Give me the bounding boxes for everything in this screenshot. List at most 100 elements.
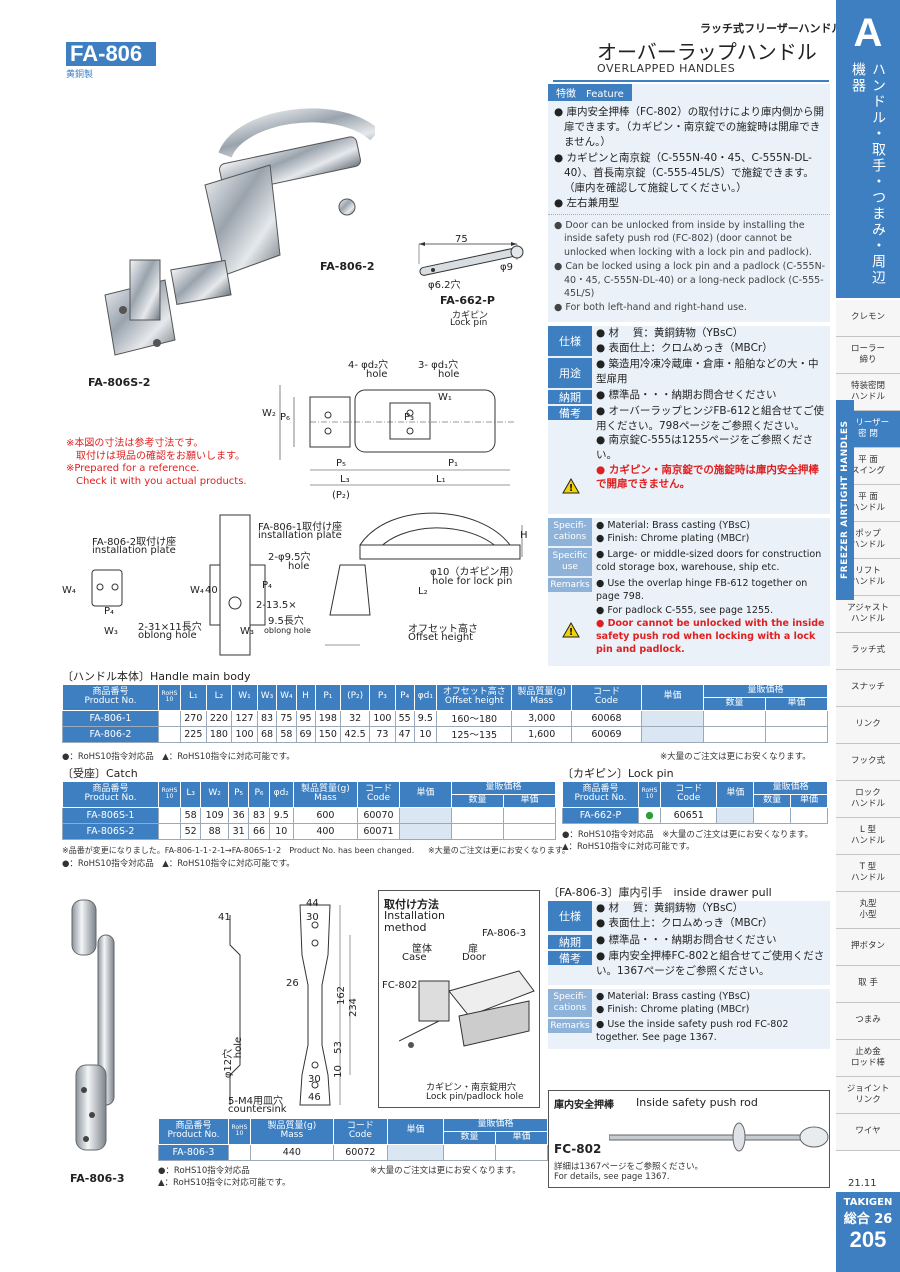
col-mass: 製品質量(g) Mass: [511, 684, 572, 711]
col-w3: W₃: [256, 684, 278, 711]
pull-note-2: ▲：RoHS10指令に対応可能です。: [158, 1178, 291, 1188]
label-fa662p: FA-662-P: [440, 294, 495, 307]
spec-text: ● 材 質：黄銅鋳物（YBsC） ● 表面仕上：クロムめっき（MBCr）: [596, 327, 773, 354]
dim-234: 234: [348, 997, 360, 1018]
remarks-text-en: ● Use the overlap hinge FB-612 together …: [596, 578, 825, 656]
catalog-volume: 総合 26: [843, 1212, 893, 1227]
dim-w3-b: W₃: [240, 626, 254, 637]
sidebar-item[interactable]: フック式: [836, 744, 900, 781]
oblong-2-31: 2-31×11長穴: [138, 622, 202, 633]
col-unit: 単価: [765, 696, 828, 711]
pull-fa806-3: FA-806-3: [482, 928, 527, 939]
push-rod-title-en: Inside safety push rod: [636, 1096, 758, 1109]
install-en2: method: [384, 921, 427, 934]
catch-note-1-right: ※大量のご注文は更にお安くなります。: [428, 846, 570, 855]
dim-26: 26: [286, 978, 299, 989]
col-p1: P₁: [314, 684, 342, 711]
phi12: φ12穴: [223, 1048, 235, 1079]
installation-drawing: [399, 970, 535, 1048]
sidebar-item[interactable]: ローラー 締り: [836, 337, 900, 374]
sidebar-item[interactable]: 丸型 小型: [836, 892, 900, 929]
catch-table: 商品番号 Product No. RoHS 10 L₃ W₂ P₅ P₆ φd₂…: [62, 781, 556, 840]
dim-p6: P₆: [280, 412, 291, 423]
col-d1: φd₁: [413, 684, 438, 711]
install-jp: 取付け方法: [384, 898, 439, 911]
feature-tab-en: Feature: [586, 89, 624, 100]
remarks-label: 備考: [548, 406, 592, 420]
pull-spec-title: 〔FA-806-3〕庫内引手 inside drawer pull: [548, 886, 772, 899]
dim-53: 53: [332, 1041, 344, 1054]
main-table-title: 〔ハンドル本体〕Handle main body: [62, 670, 251, 683]
dim-w4: W₄: [62, 585, 76, 596]
lockpin-table-title: 〔カギピン〕Lock pin: [562, 767, 674, 780]
lockpin-note-2: ▲：RoHS10指令に対応可能です。: [562, 842, 695, 852]
dim-30b: 30: [308, 1074, 321, 1085]
delivery-label: 納期: [548, 390, 592, 404]
col-qty: 数量: [703, 696, 766, 711]
phi12-en: hole: [233, 1036, 245, 1059]
install-en1: Installation: [384, 909, 445, 922]
sidebar-item[interactable]: 取 手: [836, 966, 900, 1003]
sidebar-item[interactable]: つまみ: [836, 1003, 900, 1040]
dim-p3: P₃: [404, 412, 415, 423]
dim-w4-b: W₄: [190, 585, 204, 596]
feature-list-en: ● Door can be unlocked from inside by in…: [548, 213, 830, 315]
col-p4: P₄: [394, 684, 415, 711]
drawer-pull-photo: [71, 899, 115, 1151]
sidebar-item[interactable]: 押ボタン: [836, 929, 900, 966]
case-en: Case: [402, 952, 427, 963]
hole-95-en: hole: [288, 561, 310, 572]
delivery-text: ● 標準品・・・納期お問合せください: [596, 389, 777, 401]
drawer-pull-drawing: [229, 904, 351, 1106]
sidebar-item[interactable]: L 型 ハンドル: [836, 818, 900, 855]
sidebar-item[interactable]: アジャスト ハンドル: [836, 596, 900, 633]
inst-plate-806-2-en: installation plate: [92, 545, 176, 556]
sidebar-item[interactable]: クレモン: [836, 300, 900, 337]
dim-l1: L₁: [436, 474, 446, 485]
sidebar-item[interactable]: ジョイント リンク: [836, 1077, 900, 1114]
sidebar-item[interactable]: スナッチ: [836, 670, 900, 707]
remarks-label-en: Remarks: [548, 578, 592, 592]
sidebar-item[interactable]: 止め金 ロッド棒: [836, 1040, 900, 1077]
label-fa806s-2: FA-806S-2: [88, 376, 151, 389]
dim-p4: P₄: [262, 580, 273, 591]
sidebar-item[interactable]: T 型 ハンドル: [836, 855, 900, 892]
col-code: コード Code: [571, 684, 642, 711]
pull-note-right: ※大量のご注文は更にお安くなります。: [370, 1166, 521, 1176]
col-h: H: [295, 684, 316, 711]
sidebar-item[interactable]: ラッチ式: [836, 633, 900, 670]
reference-note: ※本図の寸法は参考寸法です。 取付けは現品の確認をお願いします。 ※Prepar…: [66, 438, 247, 487]
dim-10: 10: [332, 1065, 344, 1078]
pull-spec-panel-jp: 仕様 ● 材 質：黄銅鋳物（YBsC） ● 表面仕上：クロムめっき（MBCr） …: [548, 901, 830, 985]
warning-icon: !: [562, 621, 580, 641]
col-p2: (P₂): [340, 684, 371, 711]
dim-p2: (P₂): [332, 490, 350, 501]
warning-icon: !: [562, 477, 580, 497]
col-offset: オフセット高さ Offset height: [436, 684, 513, 711]
spec-label: 仕様: [548, 326, 592, 356]
dim-w1: W₁: [438, 392, 452, 403]
sidebar-item[interactable]: ワイヤ: [836, 1114, 900, 1151]
list-item: ● 左右兼用型: [554, 197, 619, 210]
sidebar-item[interactable]: ロック ハンドル: [836, 781, 900, 818]
section-title-vertical: ハンドル・取手・つまみ・周辺機器: [836, 62, 900, 298]
use-text: ● 築造用冷凍冷蔵庫・倉庫・船舶などの大・中型扉用: [596, 358, 819, 385]
list-item: ● Door can be unlocked from inside by in…: [554, 219, 812, 259]
lockpin-jp: カギピン: [452, 311, 489, 321]
sidebar-item[interactable]: リンク: [836, 707, 900, 744]
door-en: Door: [462, 952, 487, 963]
inst-plate-806-2: FA-806-2取付け座: [92, 537, 177, 548]
lockpin-en: Lock pin: [450, 318, 488, 328]
page-title: オーバーラップハンドル: [597, 40, 817, 64]
label-fa806-2: FA-806-2: [320, 260, 375, 273]
offset-jp: オフセット高さ: [408, 624, 478, 635]
dim-h: H: [520, 530, 528, 541]
svg-text:!: !: [569, 483, 574, 494]
spec-panel-en: Specifi- cations ● Material: Brass casti…: [548, 518, 830, 666]
product-code: FA-806: [66, 42, 156, 66]
dim-30: 30: [306, 912, 319, 923]
catalog-date: 21.11: [848, 1178, 877, 1189]
